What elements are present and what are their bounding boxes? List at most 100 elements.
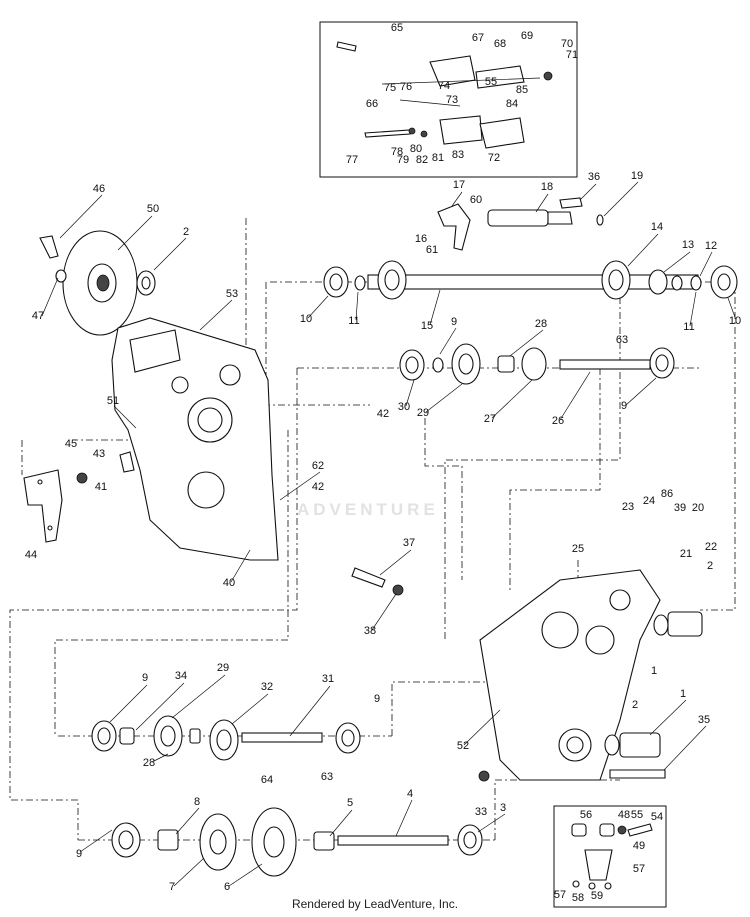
right-case-half (351, 567, 703, 781)
part-label: 28 (535, 318, 547, 330)
upper-shaft-assembly (323, 260, 738, 300)
inset-box-linkage (319, 21, 578, 178)
part-label: 53 (226, 288, 238, 300)
part-label: 47 (32, 310, 44, 322)
part-label: 71 (566, 49, 578, 61)
part-label: 54 (651, 811, 663, 823)
part-label: 49 (633, 840, 645, 852)
footer-credit: Rendered by LeadVenture, Inc. (291, 897, 459, 911)
part-label: 9 (142, 672, 148, 684)
part-label: 23 (622, 501, 634, 513)
part-label: 14 (651, 221, 663, 233)
part-label: 30 (398, 401, 410, 413)
part-label: 76 (400, 81, 412, 93)
part-label: 18 (541, 181, 553, 193)
part-label: 12 (705, 240, 717, 252)
part-label: 45 (65, 438, 77, 450)
part-label: 1 (680, 688, 686, 700)
part-label: 20 (692, 502, 704, 514)
inset-box-brake (553, 805, 667, 908)
part-label: 2 (707, 560, 713, 572)
part-label: 34 (175, 670, 187, 682)
part-label: 40 (223, 577, 235, 589)
part-label: 22 (705, 541, 717, 553)
part-label: 57 (554, 889, 566, 901)
part-label: 16 (415, 233, 427, 245)
part-label: 28 (143, 757, 155, 769)
part-label: 9 (621, 400, 627, 412)
part-label: 4 (407, 788, 413, 800)
part-label: 60 (470, 194, 482, 206)
part-label: 21 (680, 548, 692, 560)
lower-shaft-assembly (91, 715, 361, 761)
part-label: 68 (494, 38, 506, 50)
leader-lines (41, 181, 737, 887)
part-label: 25 (572, 543, 584, 555)
part-label: 15 (421, 320, 433, 332)
part-label: 41 (95, 481, 107, 493)
part-label: 72 (488, 152, 500, 164)
part-label: 75 (384, 82, 396, 94)
linkage-inset-parts (336, 41, 553, 149)
part-label: 9 (374, 693, 380, 705)
part-label: 73 (446, 94, 458, 106)
part-label: 56 (580, 809, 592, 821)
part-label: 8 (194, 796, 200, 808)
part-label: 55 (631, 809, 643, 821)
part-label: 2 (183, 226, 189, 238)
part-label: 24 (643, 495, 655, 507)
part-label: 79 (397, 154, 409, 166)
part-label: 52 (457, 740, 469, 752)
part-label: 17 (453, 179, 465, 191)
part-label: 36 (588, 171, 600, 183)
part-label: 11 (683, 321, 694, 333)
bottom-shaft-assembly (111, 770, 490, 877)
part-label: 9 (451, 316, 457, 328)
part-label: 3 (500, 802, 506, 814)
part-label: 5 (347, 797, 353, 809)
part-label: 19 (631, 170, 643, 182)
part-label: 51 (107, 395, 119, 407)
part-label: 9 (76, 848, 82, 860)
pulley-assembly (39, 230, 156, 336)
part-label: 74 (438, 80, 450, 92)
part-label: 69 (521, 30, 533, 42)
shift-fork-assembly (437, 197, 604, 251)
part-label: 10 (729, 315, 741, 327)
part-label: 50 (147, 203, 159, 215)
part-label: 43 (93, 448, 105, 460)
part-label: 13 (682, 239, 694, 251)
part-label: 42 (312, 481, 324, 493)
part-label: 42 (377, 408, 389, 420)
part-label: 78 (391, 146, 403, 158)
part-label: 84 (506, 98, 518, 110)
part-label: 81 (432, 152, 444, 164)
part-label: 31 (322, 673, 334, 685)
part-label: 55 (485, 76, 497, 88)
part-label: 32 (261, 681, 273, 693)
part-label: 70 (561, 38, 573, 50)
part-label: 77 (346, 154, 358, 166)
watermark-text: ADVENTURE (297, 500, 439, 519)
part-label: 44 (25, 549, 37, 561)
part-label: 37 (403, 537, 415, 549)
part-label: 46 (93, 183, 105, 195)
part-label: 35 (698, 714, 710, 726)
bracket (23, 451, 135, 543)
part-label: 27 (484, 413, 496, 425)
middle-shaft-assembly (399, 343, 675, 385)
part-label: 66 (366, 98, 378, 110)
part-label: 62 (312, 460, 324, 472)
part-label: 85 (516, 84, 528, 96)
part-label: 63 (616, 334, 628, 346)
part-label: 67 (472, 32, 484, 44)
part-label: 80 (410, 143, 422, 155)
part-label: 82 (416, 154, 428, 166)
part-label: 33 (475, 806, 487, 818)
part-label: 6 (224, 881, 230, 893)
part-label: 83 (452, 149, 464, 161)
part-label: 29 (217, 662, 229, 674)
part-label: 11 (348, 315, 359, 327)
